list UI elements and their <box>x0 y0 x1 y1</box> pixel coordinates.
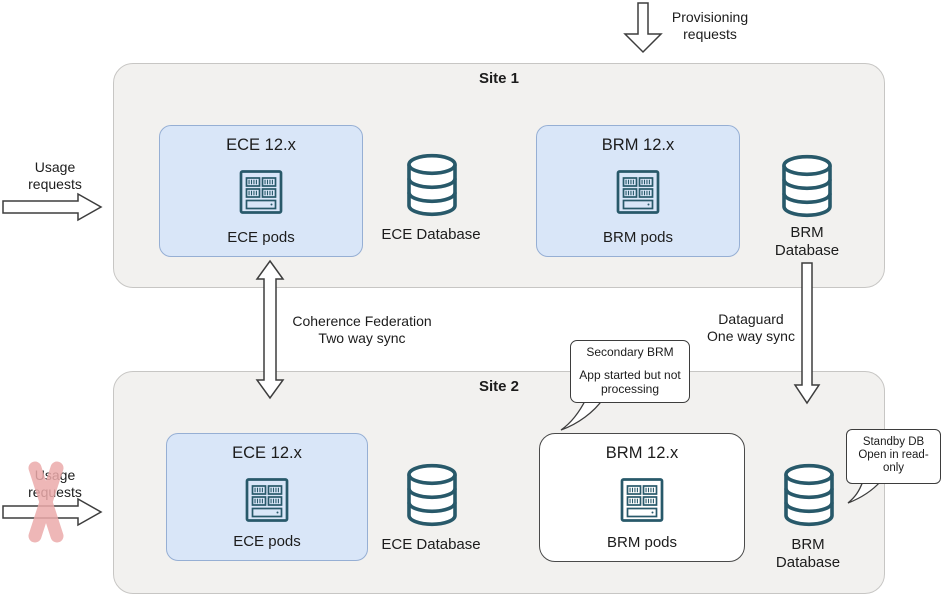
site2-container: Site 2 ECE 12.x ECE pods ECE Database BR… <box>113 371 885 594</box>
database-cylinder-icon <box>407 153 457 217</box>
site1-ece-db-label: ECE Database <box>381 226 481 243</box>
provisioning-down-arrow-icon <box>623 2 663 54</box>
site1-brm-title: BRM 12.x <box>601 136 675 154</box>
server-rack-icon <box>614 168 662 216</box>
site2-brm-box: BRM 12.x BRM pods <box>539 433 745 562</box>
site2-ece-db-label: ECE Database <box>381 536 481 553</box>
dataguard-label: Dataguard One way sync <box>707 311 795 344</box>
usage-right-arrow-top-icon <box>2 192 103 222</box>
site1-brm-pods-label: BRM pods <box>602 229 674 246</box>
usage-requests-bottom-label: Usage requests <box>28 467 82 500</box>
server-rack-icon <box>243 476 291 524</box>
site2-ece-box: ECE 12.x ECE pods <box>166 433 368 561</box>
site2-ece-title: ECE 12.x <box>232 444 302 462</box>
usage-requests-top-label: Usage requests <box>28 159 82 192</box>
standby-db-callout: Standby DB Open in read- only <box>846 429 941 484</box>
site1-brm-db-label: BRM Database <box>774 224 840 259</box>
site1-title: Site 1 <box>478 70 520 87</box>
site1-ece-box: ECE 12.x ECE pods <box>159 125 363 257</box>
server-rack-icon <box>237 168 285 216</box>
site2-brm-pods-label: BRM pods <box>606 534 678 551</box>
site1-container: Site 1 ECE 12.x ECE pods ECE Database BR… <box>113 63 885 288</box>
usage-right-arrow-bottom-icon <box>2 497 103 527</box>
provisioning-requests-label: Provisioning requests <box>671 9 749 42</box>
secondary-brm-callout: Secondary BRM App started but not proces… <box>570 340 690 403</box>
server-rack-icon <box>618 476 666 524</box>
site2-brm-title: BRM 12.x <box>605 444 679 462</box>
site2-title: Site 2 <box>478 378 520 395</box>
site1-ece-title: ECE 12.x <box>226 136 296 154</box>
site2-brm-db-label: BRM Database <box>775 536 841 571</box>
site1-ece-pods-label: ECE pods <box>227 229 295 246</box>
site1-brm-box: BRM 12.x BRM pods <box>536 125 740 257</box>
site2-ece-pods-label: ECE pods <box>233 533 301 550</box>
database-cylinder-icon <box>782 154 832 218</box>
database-cylinder-icon <box>407 463 457 527</box>
database-cylinder-icon <box>784 463 834 527</box>
coherence-federation-label: Coherence Federation Two way sync <box>292 313 432 346</box>
